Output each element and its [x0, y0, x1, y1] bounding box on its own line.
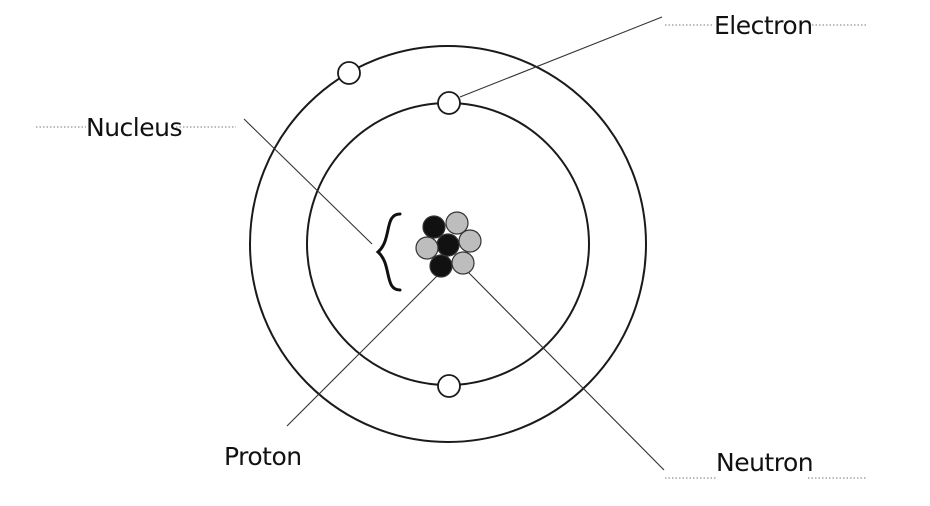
neutron-label: Neutron	[716, 448, 813, 477]
electron-inner-bottom	[437, 374, 461, 398]
neutron-particle	[451, 251, 475, 275]
proton-particle	[436, 233, 460, 257]
proton-leader-line	[286, 275, 438, 427]
neutron-particle	[458, 229, 482, 253]
nucleus-leader-line	[243, 118, 373, 245]
nucleus	[415, 211, 482, 278]
proton-particle	[429, 254, 453, 278]
electron-outer-top-left	[337, 61, 361, 85]
neutron-leader-line	[467, 271, 665, 471]
neutron-particle	[415, 236, 439, 260]
nucleus-label: Nucleus	[86, 113, 182, 142]
electron-label: Electron	[714, 11, 813, 40]
neutron-particle	[445, 211, 469, 235]
nucleus-brace	[375, 212, 402, 292]
proton-label: Proton	[224, 442, 302, 471]
outer-orbit	[249, 45, 647, 443]
electron-inner-top	[437, 91, 461, 115]
proton-particle	[422, 215, 446, 239]
electron-leader-line	[459, 16, 663, 98]
